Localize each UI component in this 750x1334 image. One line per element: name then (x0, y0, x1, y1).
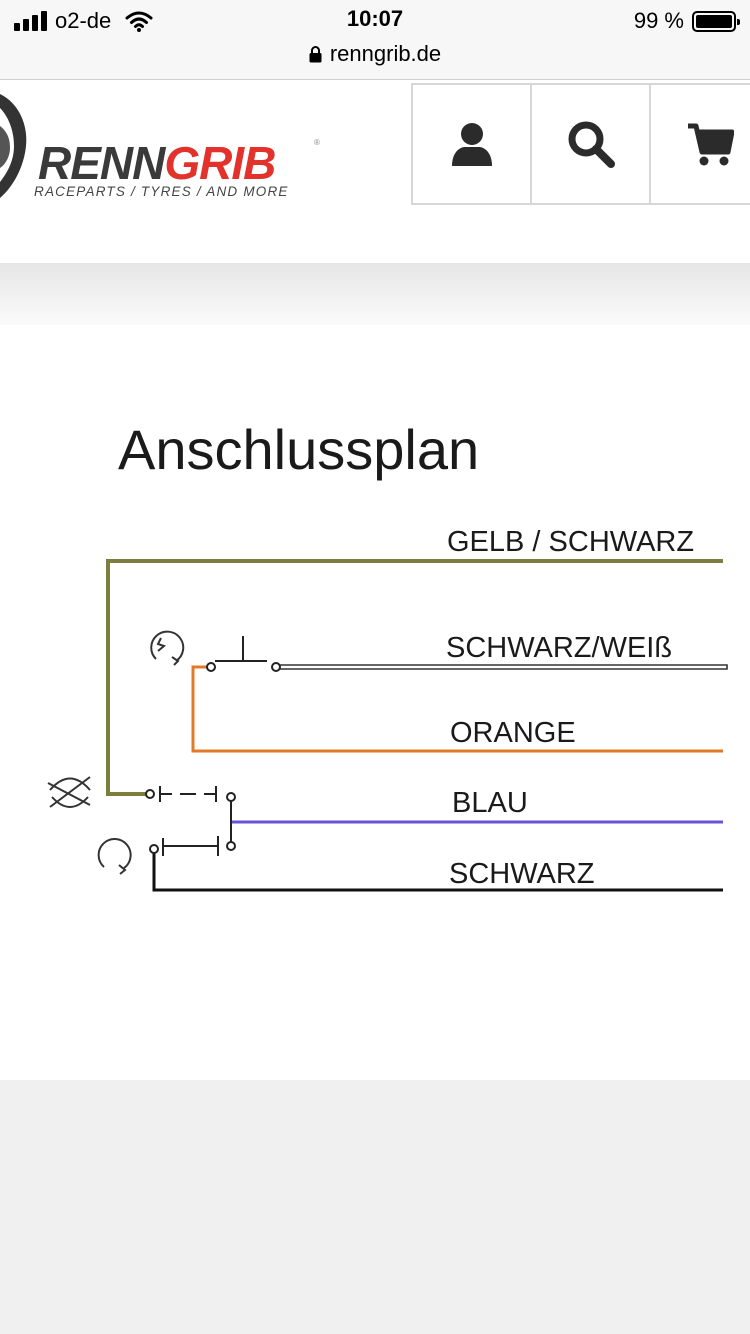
signal-icon (14, 11, 47, 31)
registered-mark-icon: ® (314, 138, 320, 147)
wiring-diagram: Anschlussplan GELB / SCHWARZ SCHWARZ/WEI… (47, 418, 728, 892)
account-button[interactable] (411, 83, 532, 205)
wiring-diagram-image: Anschlussplan GELB / SCHWARZ SCHWARZ/WEI… (0, 325, 750, 1080)
search-button[interactable] (530, 83, 651, 205)
push-button-switch-icon (206, 636, 281, 672)
cart-button[interactable] (649, 83, 750, 205)
site-logo[interactable]: RENNGRIB ® RACEPARTS / TYRES / AND MORE (0, 86, 340, 206)
page-footer-area (0, 1080, 750, 1334)
address-bar[interactable]: renngrib.de (0, 41, 750, 67)
wire-schwarz (152, 853, 723, 892)
wire-label-gelb-schwarz: GELB / SCHWARZ (447, 526, 694, 558)
cart-icon (687, 123, 734, 166)
brand-name-part1: RENN (38, 137, 165, 189)
account-icon (451, 123, 492, 166)
header-shadow-band (0, 263, 750, 325)
wire-schwarz-weiss (280, 664, 728, 670)
wire-label-schwarz-weiss: SCHWARZ/WEIß (446, 632, 672, 664)
logo-emblem-icon (0, 94, 27, 198)
brand-name: RENNGRIB (38, 136, 276, 190)
clock: 10:07 (346, 6, 404, 31)
lock-icon (309, 46, 322, 63)
status-bar: o2-de 10:07 99 % renngrib.de (0, 0, 750, 80)
rotation-symbol-icon (97, 838, 132, 875)
wire-gelb-schwarz (106, 559, 723, 796)
brand-tagline: RACEPARTS / TYRES / AND MORE (34, 184, 289, 199)
crossed-warning-symbol-icon (47, 776, 91, 808)
wire-label-schwarz: SCHWARZ (449, 858, 595, 890)
wire-orange (191, 665, 723, 753)
contact-switch-2-icon (149, 836, 236, 856)
search-icon (568, 121, 615, 168)
url-text: renngrib.de (329, 41, 442, 66)
wire-label-orange: ORANGE (450, 717, 576, 749)
wifi-icon (125, 11, 153, 32)
battery-percent: 99 % (633, 8, 684, 33)
header-actions (411, 83, 750, 205)
diagram-title: Anschlussplan (118, 418, 479, 481)
contact-switch-1-icon (145, 786, 236, 843)
carrier-info: o2-de (14, 7, 153, 35)
site-header: RENNGRIB ® RACEPARTS / TYRES / AND MORE (0, 80, 750, 263)
battery-info: 99 % (633, 7, 740, 35)
carrier-name: o2-de (55, 8, 112, 33)
brand-name-part2: GRIB (164, 137, 276, 189)
heat-warning-symbol-icon (150, 630, 185, 666)
wire-label-blau: BLAU (452, 787, 528, 819)
battery-icon (692, 10, 740, 32)
